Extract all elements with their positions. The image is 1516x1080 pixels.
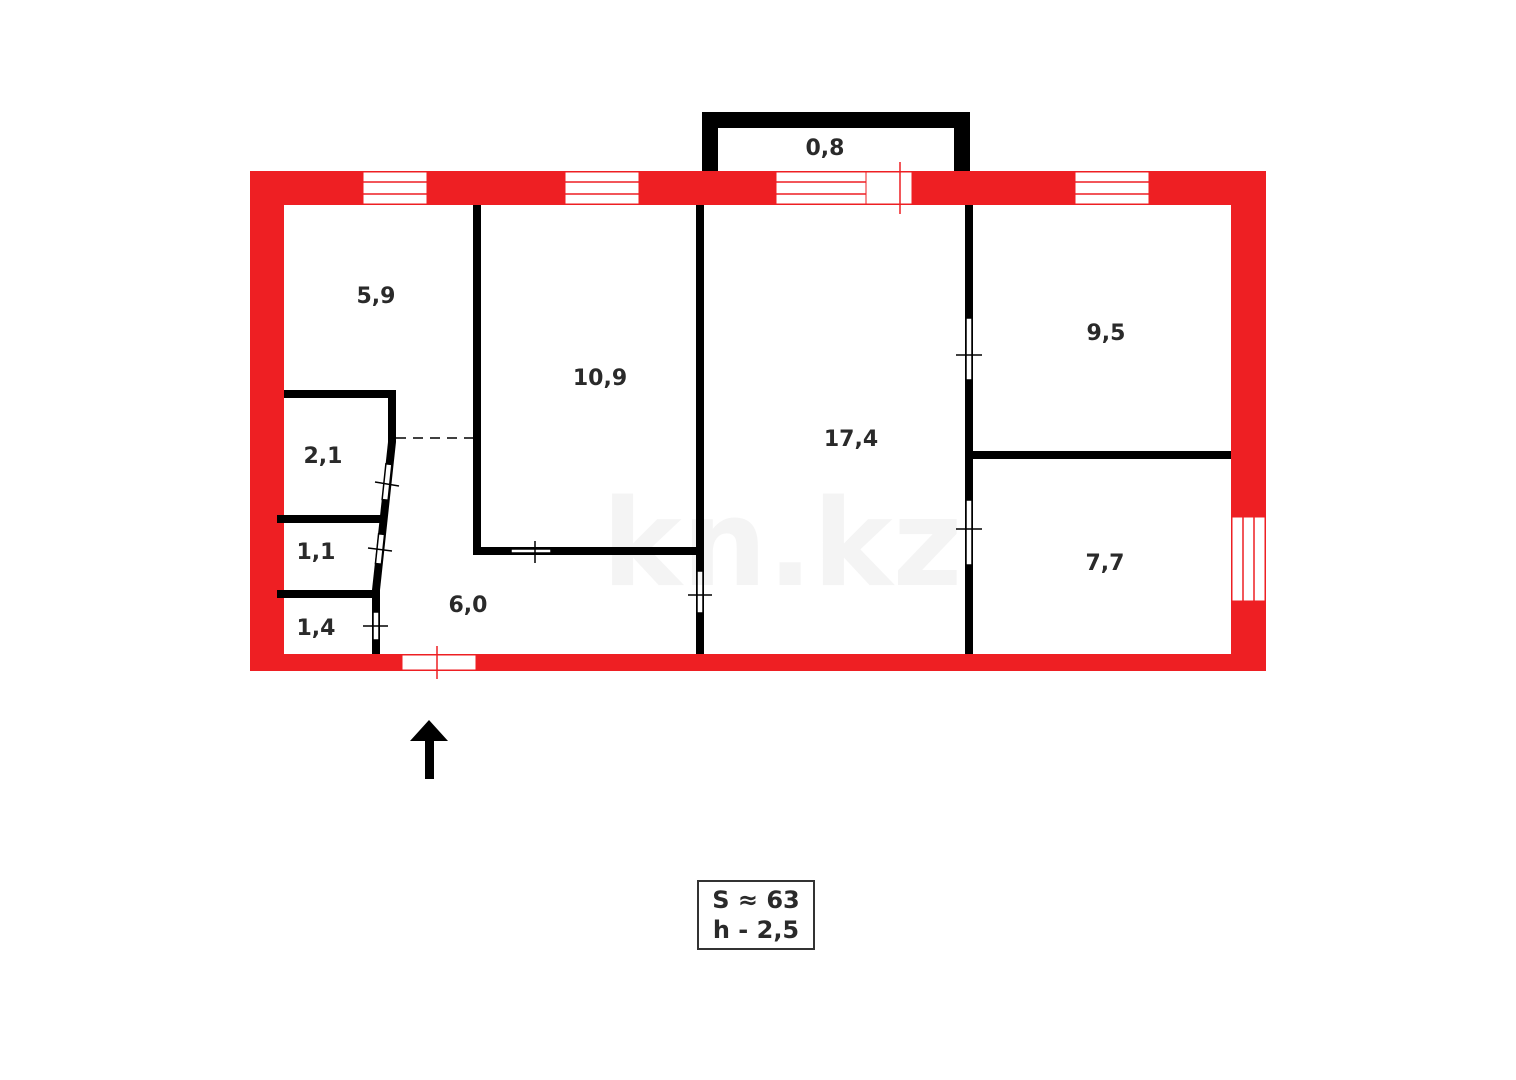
balcony-walls: [702, 112, 970, 174]
room-label-room-right-bottom: 7,7: [1086, 551, 1125, 576]
room-label-room-top-left: 5,9: [357, 284, 396, 309]
room-label-toilet: 1,1: [297, 540, 336, 565]
interior-doors: [363, 317, 982, 641]
window-right: [1231, 516, 1266, 602]
room-label-hallway: 6,0: [449, 593, 488, 618]
window-top-1: [362, 171, 428, 205]
room-label-room-right-top: 9,5: [1087, 321, 1126, 346]
room-label-balcony: 0,8: [806, 136, 845, 161]
balcony-door: [865, 162, 913, 214]
total-area: S ≈ 63: [712, 886, 800, 914]
summary-box: S ≈ 63 h - 2,5: [697, 880, 815, 950]
entrance-arrow-icon: [410, 720, 448, 779]
ceiling-height: h - 2,5: [712, 916, 800, 944]
window-top-3: [775, 171, 867, 205]
entrance-door: [401, 646, 477, 679]
room-labels: 0,8 5,9 10,9 17,4 9,5 7,7 2,1 1,1 1,4 6,0: [297, 136, 1126, 641]
window-top-2: [564, 171, 640, 205]
room-label-bathroom: 1,4: [297, 616, 336, 641]
room-label-room-bedroom-left: 10,9: [573, 366, 627, 391]
window-top-4: [1074, 171, 1150, 205]
room-label-room-living: 17,4: [824, 427, 878, 452]
watermark: kn.kz: [602, 475, 962, 614]
room-label-storage: 2,1: [304, 444, 343, 469]
